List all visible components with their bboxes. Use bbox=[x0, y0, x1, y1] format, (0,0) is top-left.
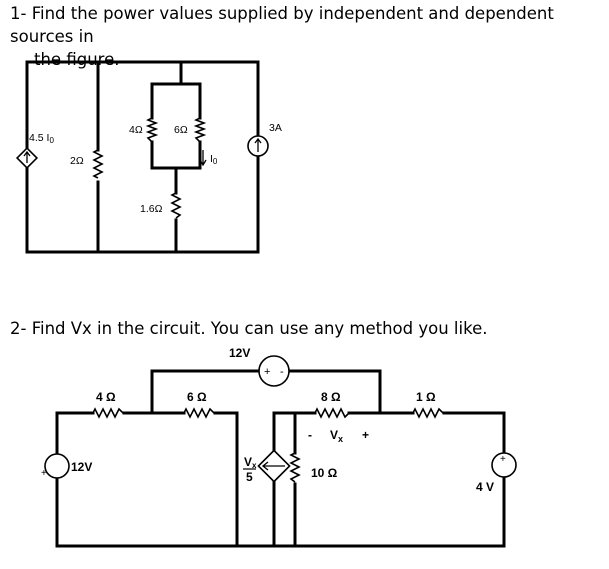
svg-text:-: - bbox=[280, 366, 284, 378]
resistor-4ohm-c2 bbox=[92, 407, 125, 419]
problem-1-text: 1- Find the power values supplied by ind… bbox=[10, 2, 600, 71]
problem-2-line: Find Vx in the circuit. You can use any … bbox=[31, 319, 488, 338]
circuit-1-outer-wires bbox=[25, 60, 260, 254]
problem-1-number: 1- bbox=[10, 4, 27, 23]
svg-text:+: + bbox=[500, 454, 506, 465]
vx-minus-label: - bbox=[308, 428, 312, 442]
r-6ohm-label: 6Ω bbox=[174, 124, 188, 136]
v-right-label: 4 V bbox=[476, 480, 494, 494]
io-arrow bbox=[199, 150, 207, 167]
voltage-source-12v-top: + - bbox=[258, 355, 290, 387]
r1-label: 4 Ω bbox=[96, 390, 116, 404]
svg-text:+: + bbox=[264, 366, 270, 378]
r3-label: 8 Ω bbox=[321, 390, 341, 404]
resistor-1ohm-c2 bbox=[412, 407, 444, 419]
r-4ohm-label: 4Ω bbox=[129, 124, 143, 136]
resistor-4ohm bbox=[145, 117, 159, 143]
circuit-1 bbox=[25, 60, 260, 254]
resistor-10ohm-c2 bbox=[289, 452, 301, 483]
r5-label: 10 Ω bbox=[311, 466, 338, 480]
voltage-source-4v: + bbox=[491, 452, 517, 478]
r-1-6ohm-label: 1.6Ω bbox=[140, 203, 163, 215]
dependent-current-source-1 bbox=[15, 146, 39, 170]
current-source-label: 3A bbox=[269, 122, 282, 134]
resistor-2ohm bbox=[92, 149, 104, 179]
current-source-3a bbox=[247, 135, 269, 157]
problem-2-text: 2- Find Vx in the circuit. You can use a… bbox=[10, 317, 600, 340]
dependent-current-source-2 bbox=[257, 449, 291, 483]
dep-num-label: Vx bbox=[244, 455, 257, 470]
vx-label: Vx bbox=[330, 428, 343, 444]
dep-source-label: 4.5 I0 bbox=[29, 132, 54, 145]
v-left-label: 12V bbox=[71, 460, 92, 474]
vx-plus-label: + bbox=[362, 428, 369, 442]
resistor-6ohm-c2 bbox=[183, 407, 215, 419]
circuit-2-left-wire bbox=[55, 411, 95, 548]
voltage-source-12v-left: + bbox=[41, 453, 70, 479]
problem-1-line-1: Find the power values supplied by indepe… bbox=[10, 4, 554, 46]
svg-text:+: + bbox=[41, 468, 47, 479]
v-top-label: 12V bbox=[229, 346, 250, 360]
r2-label: 6 Ω bbox=[187, 390, 207, 404]
resistor-6ohm bbox=[193, 117, 207, 143]
circuit-2-upper-wire bbox=[150, 369, 382, 415]
r4-label: 1 Ω bbox=[416, 390, 436, 404]
io-label: I0 bbox=[210, 153, 218, 166]
dep-den-label: 5 bbox=[246, 470, 253, 484]
resistor-1-6ohm bbox=[170, 192, 182, 219]
r-2ohm-label: 2Ω bbox=[70, 155, 84, 167]
circuit-1-middle-wires bbox=[150, 60, 202, 170]
problem-2-number: 2- bbox=[10, 319, 27, 338]
resistor-8ohm-c2 bbox=[314, 407, 350, 419]
circuit-2 bbox=[55, 369, 506, 548]
circuit-2-mid-wire-1 bbox=[122, 411, 239, 548]
